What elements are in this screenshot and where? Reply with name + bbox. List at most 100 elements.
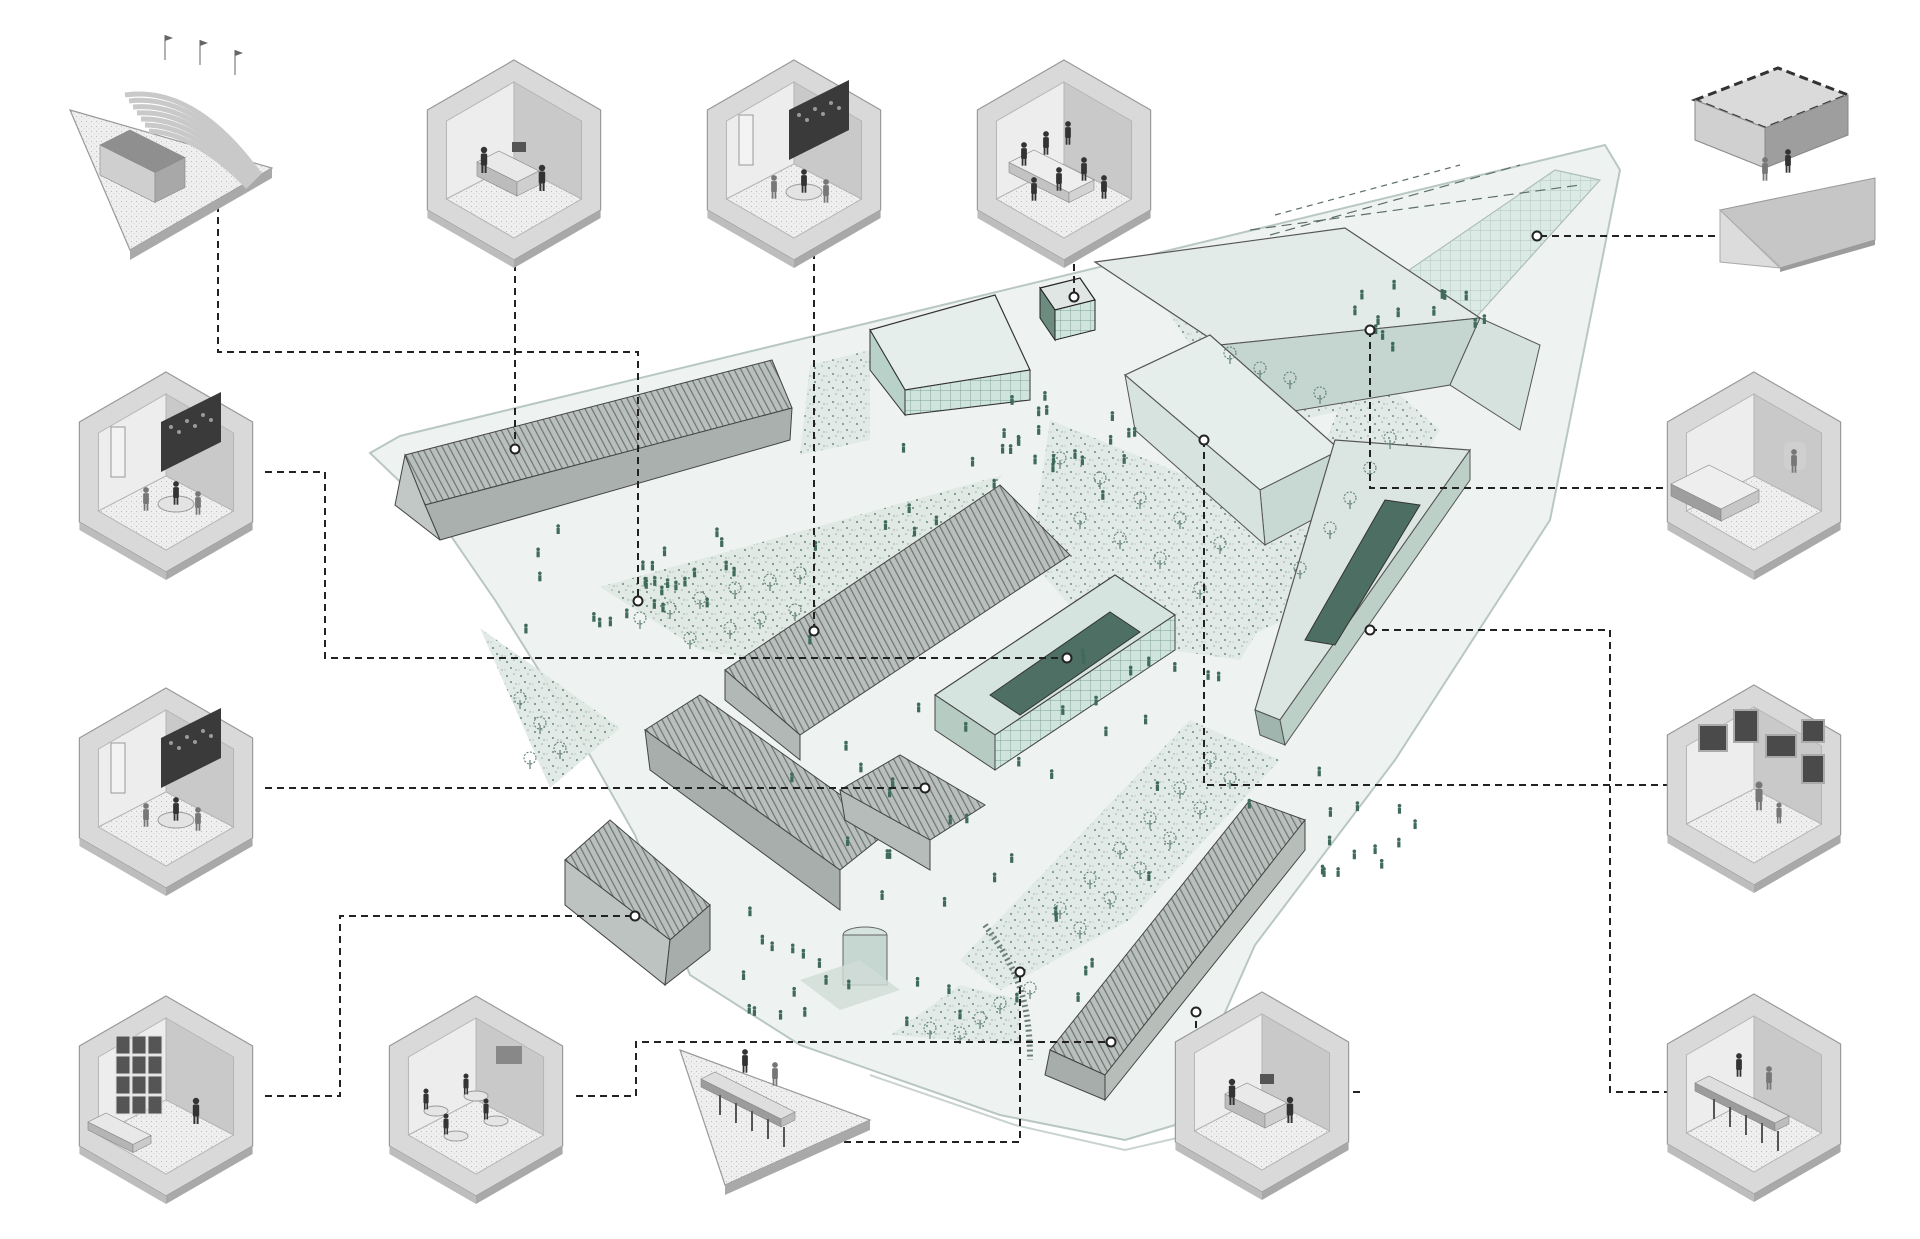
person bbox=[592, 611, 596, 622]
person bbox=[1473, 317, 1477, 328]
dot-bedroom bbox=[1364, 324, 1376, 336]
callout-office-right bbox=[1174, 991, 1350, 1200]
callout-rooftop-frame bbox=[1690, 66, 1876, 272]
person bbox=[719, 537, 724, 547]
person bbox=[947, 984, 951, 995]
connector-cafe bbox=[576, 1041, 1108, 1097]
dot-amphitheater bbox=[632, 595, 644, 607]
block-east bbox=[1254, 439, 1472, 747]
tree bbox=[788, 603, 802, 621]
person bbox=[665, 578, 670, 589]
bar-table-icon bbox=[1694, 1053, 1790, 1151]
rooftop-frame-icon bbox=[1690, 66, 1876, 272]
connector-classroom-upper bbox=[265, 471, 1064, 659]
person bbox=[1073, 449, 1077, 459]
person bbox=[1044, 405, 1049, 415]
hall-center-north bbox=[1123, 334, 1342, 547]
person bbox=[790, 943, 795, 954]
person bbox=[660, 585, 664, 596]
connector-library bbox=[265, 915, 632, 1097]
person bbox=[662, 546, 667, 557]
callout-conference bbox=[976, 59, 1152, 268]
person bbox=[1015, 992, 1019, 1003]
person bbox=[597, 617, 602, 628]
tree bbox=[1173, 781, 1187, 799]
tree bbox=[1133, 861, 1147, 879]
person bbox=[1002, 428, 1006, 438]
tree bbox=[683, 631, 697, 649]
person bbox=[970, 456, 975, 467]
person bbox=[1206, 670, 1210, 680]
person bbox=[1396, 307, 1400, 318]
callout-library bbox=[78, 995, 254, 1204]
person bbox=[752, 1006, 757, 1016]
callout-classroom-upper bbox=[78, 371, 254, 580]
person bbox=[1353, 305, 1357, 316]
person bbox=[1043, 390, 1047, 401]
callout-classroom-lower bbox=[78, 687, 254, 896]
tree bbox=[973, 1011, 987, 1029]
person bbox=[1101, 490, 1105, 500]
person bbox=[901, 442, 906, 453]
office-desk-icon bbox=[1224, 1074, 1294, 1129]
person bbox=[1016, 756, 1021, 767]
person bbox=[692, 567, 697, 578]
person bbox=[916, 702, 921, 713]
person bbox=[1036, 425, 1041, 435]
person bbox=[958, 1009, 962, 1020]
person bbox=[724, 560, 728, 571]
buildings bbox=[394, 227, 1541, 1102]
dot-bar-counter bbox=[1014, 966, 1026, 978]
warehouse-southeast bbox=[1044, 799, 1306, 1102]
tree bbox=[1193, 581, 1207, 599]
person bbox=[1360, 289, 1364, 300]
person bbox=[1049, 769, 1054, 780]
person bbox=[1122, 454, 1126, 464]
person bbox=[885, 849, 890, 859]
person bbox=[1397, 803, 1402, 814]
callout-office-left bbox=[426, 59, 602, 268]
person bbox=[1376, 315, 1380, 325]
person bbox=[1442, 290, 1447, 300]
person bbox=[912, 526, 917, 537]
person bbox=[1010, 395, 1014, 405]
person bbox=[748, 906, 752, 917]
person bbox=[844, 740, 848, 751]
callout-cafe bbox=[388, 995, 564, 1204]
person bbox=[1147, 656, 1151, 667]
person bbox=[1080, 455, 1085, 466]
person bbox=[965, 813, 969, 824]
exhibition-board-icon bbox=[738, 80, 849, 203]
tree bbox=[1093, 471, 1107, 489]
person bbox=[1328, 807, 1333, 817]
person bbox=[1076, 992, 1080, 1002]
person bbox=[1352, 849, 1357, 860]
connector-dots bbox=[509, 230, 1543, 1048]
art-gallery-icon bbox=[1698, 709, 1825, 824]
tower-small bbox=[1039, 277, 1096, 342]
person bbox=[705, 597, 709, 608]
bed-icon bbox=[1670, 442, 1806, 522]
connector-bedroom bbox=[1369, 330, 1690, 489]
person bbox=[1327, 835, 1332, 846]
person bbox=[1373, 844, 1377, 855]
person bbox=[1083, 965, 1088, 976]
person bbox=[652, 576, 657, 586]
person bbox=[790, 772, 794, 783]
person bbox=[859, 762, 863, 773]
garden-triangle-west bbox=[480, 628, 620, 788]
person bbox=[905, 1016, 909, 1027]
tree bbox=[1313, 386, 1327, 404]
hall-northeast bbox=[1093, 227, 1541, 431]
person bbox=[1127, 427, 1131, 438]
person bbox=[915, 976, 920, 987]
person bbox=[1036, 406, 1041, 417]
person bbox=[778, 1009, 783, 1020]
tree bbox=[1083, 871, 1097, 889]
dot-conference bbox=[1068, 291, 1080, 303]
person bbox=[942, 896, 947, 907]
person bbox=[524, 623, 528, 634]
person bbox=[536, 547, 540, 558]
person bbox=[1373, 324, 1378, 335]
